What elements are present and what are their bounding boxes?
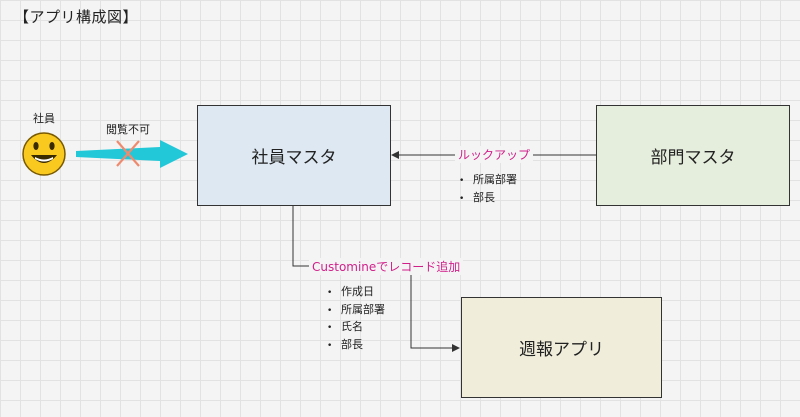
smiley-face-icon xyxy=(22,132,66,176)
weekly-app-label: 週報アプリ xyxy=(519,340,604,360)
list-item: 所属部署 xyxy=(327,302,385,320)
list-item: 所属部署 xyxy=(459,172,517,190)
department-master-label: 部門マスタ xyxy=(650,148,736,168)
access-denied-label: 閲覧不可 xyxy=(106,123,150,136)
page-title: 【アプリ構成図】 xyxy=(14,8,139,26)
customine-label: Customineでレコード追加 xyxy=(309,258,464,275)
list-item: 部長 xyxy=(459,190,517,208)
employee-master-label: 社員マスタ xyxy=(251,148,337,168)
employee-master-box[interactable]: 社員マスタ xyxy=(197,105,391,206)
list-item: 氏名 xyxy=(327,319,385,337)
blocked-cross-icon xyxy=(116,140,140,167)
weekly-app-box[interactable]: 週報アプリ xyxy=(461,297,662,398)
list-item: 作成日 xyxy=(327,284,385,302)
list-item: 部長 xyxy=(327,337,385,355)
lookup-label: ルックアップ xyxy=(455,146,534,163)
actor-label: 社員 xyxy=(33,112,55,125)
customine-field-list: 作成日 所属部署 氏名 部長 xyxy=(327,284,385,354)
lookup-field-list: 所属部署 部長 xyxy=(459,172,517,207)
department-master-box[interactable]: 部門マスタ xyxy=(596,105,790,206)
access-arrow xyxy=(76,140,188,168)
